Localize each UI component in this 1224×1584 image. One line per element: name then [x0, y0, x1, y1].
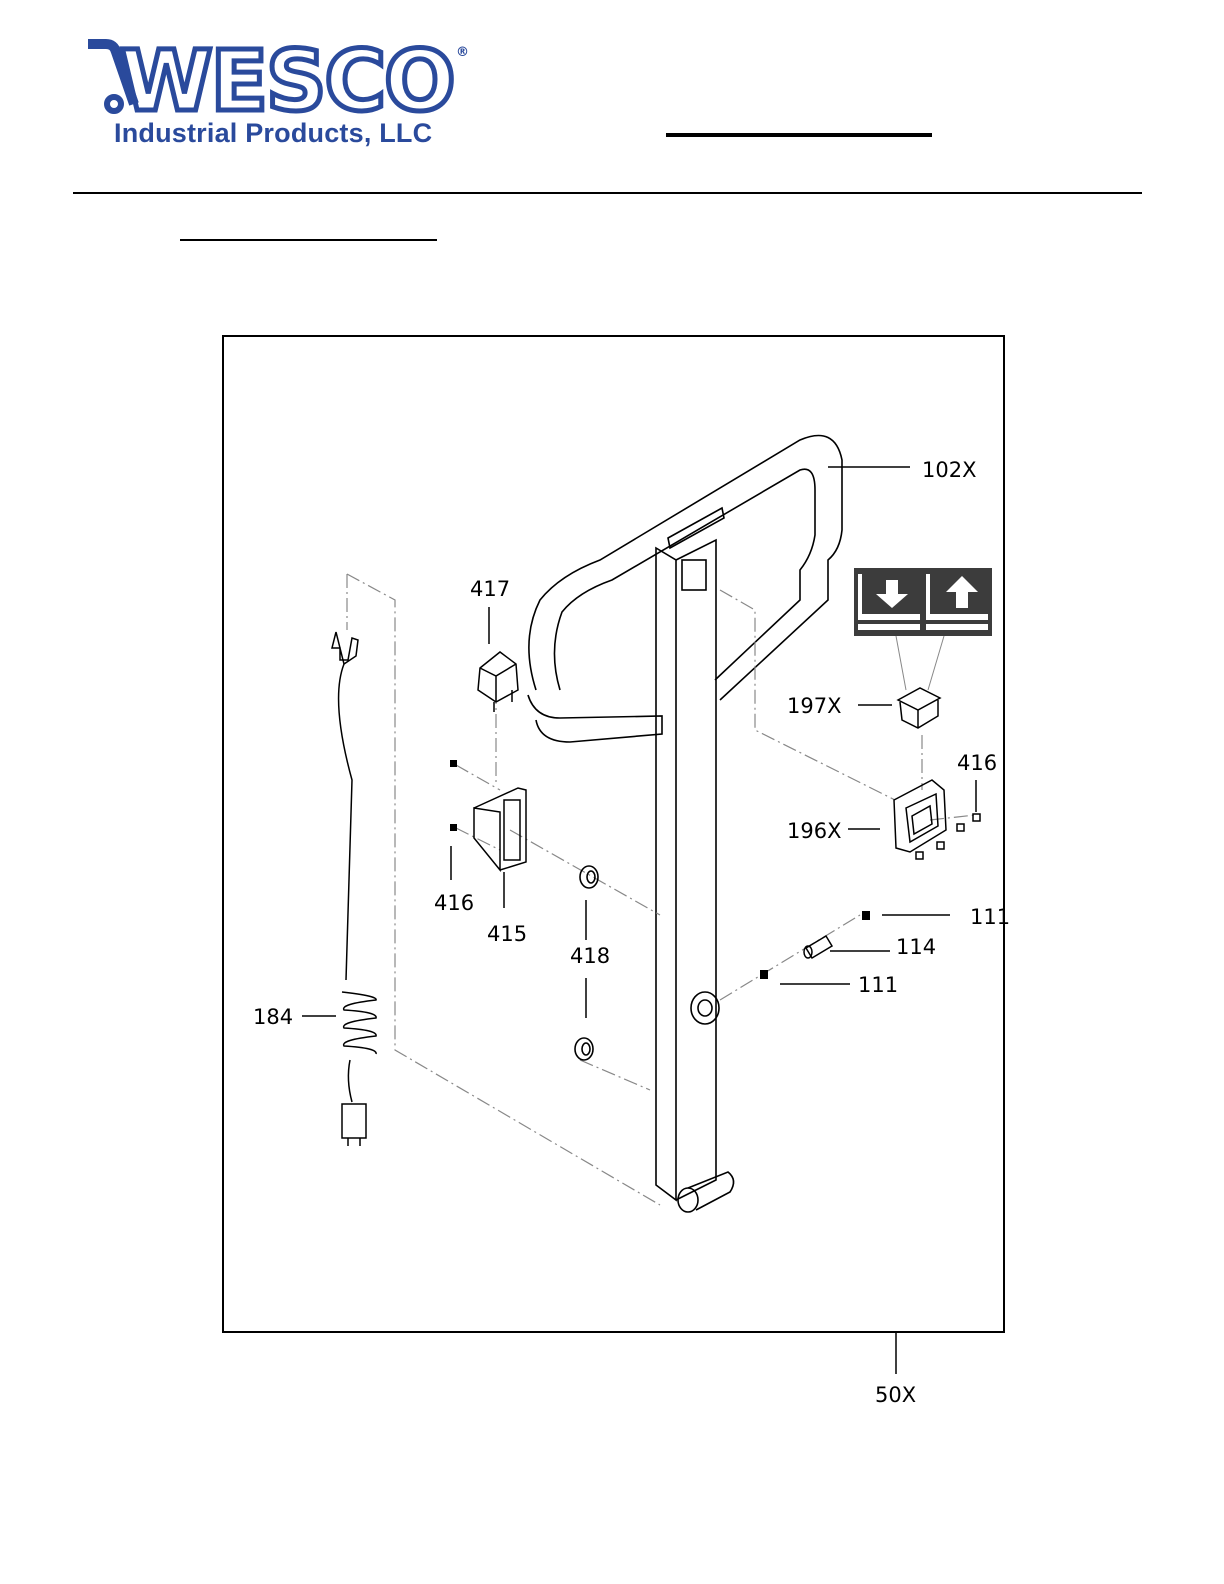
- handle-tube: [529, 436, 842, 701]
- bracket-196x: [894, 780, 946, 852]
- callout-416-right: 416: [957, 751, 997, 775]
- callout-111-lower: 111: [858, 973, 898, 997]
- pin-114: [804, 936, 832, 958]
- diagram-frame: [223, 336, 1004, 1332]
- up-down-decal: [854, 568, 992, 690]
- assembly-guide-lines: [347, 574, 975, 1205]
- callout-415: 415: [487, 922, 527, 946]
- callout-417: 417: [470, 577, 510, 601]
- button-cap-197x: [898, 688, 940, 728]
- callout-197x: 197X: [787, 694, 841, 718]
- callout-196x: 196X: [787, 819, 841, 843]
- callout-50x: 50X: [875, 1383, 916, 1407]
- switch-417: [478, 652, 518, 712]
- callout-111-upper: 111: [970, 905, 1010, 929]
- clips-111: [760, 911, 870, 979]
- callout-416-left: 416: [434, 891, 474, 915]
- mast-left-face: [656, 548, 676, 1200]
- callout-114: 114: [896, 935, 936, 959]
- screws-416-left: [450, 760, 457, 831]
- coiled-cable-184: [332, 632, 376, 1146]
- screws-416-right: [916, 814, 980, 859]
- callout-418: 418: [570, 944, 610, 968]
- callout-102x: 102X: [922, 458, 976, 482]
- callout-184: 184: [253, 1005, 293, 1029]
- switch-housing-415: [474, 788, 526, 870]
